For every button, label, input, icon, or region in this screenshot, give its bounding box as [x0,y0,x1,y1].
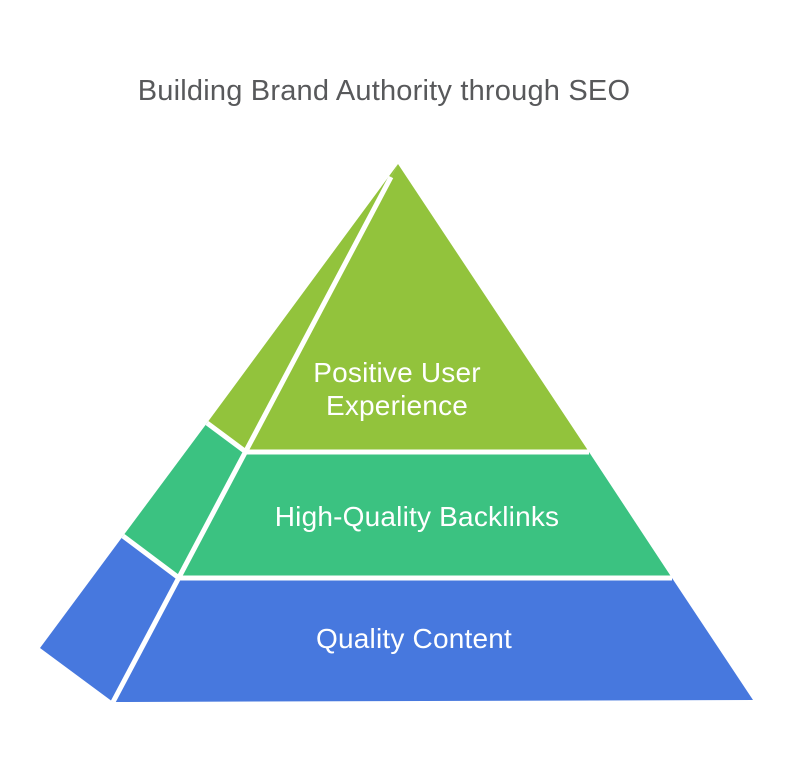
separator-middle-bottom-side [121,534,181,580]
pyramid-bottom-side-face [40,536,179,702]
pyramid-middle-side-face [123,423,246,578]
level-label-bottom: Quality Content [316,623,512,654]
pyramid-top-side-face [207,164,398,452]
separator-top-middle-side [205,420,248,455]
separator-front-left-edge [110,175,394,704]
pyramid-bottom-front-face [113,578,753,702]
page-title: Building Brand Authority through SEO [138,75,630,107]
level-label-middle: High-Quality Backlinks [275,501,560,532]
level-label-top-line1: Positive User [313,357,481,388]
pyramid-top-front-face [246,164,589,452]
pyramid-middle-front-face [179,452,672,578]
level-label-top-line2: Experience [326,390,468,421]
